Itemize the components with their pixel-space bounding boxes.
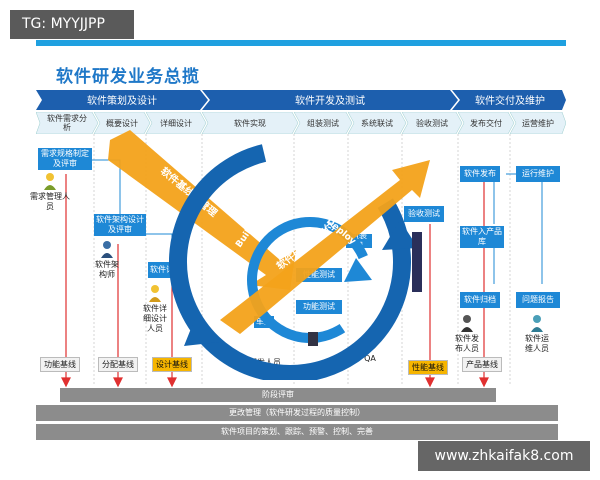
phase-chevrons: 软件策划及设计 软件开发及测试 软件交付及维护	[36, 90, 566, 110]
red-arrow-head	[479, 377, 489, 388]
red-arrow-head	[61, 377, 71, 388]
person-icon	[44, 173, 56, 190]
role-architect: 软件架构师	[95, 260, 119, 279]
subphase-label-7: 验收测试	[416, 118, 448, 128]
box-func-test: 功能测试	[296, 300, 342, 314]
subphase-label-8: 发布交付	[470, 118, 502, 128]
phase-chevron-2	[202, 90, 458, 110]
role-detail-designer: 软件详细设计人员	[143, 304, 167, 333]
phase-chevron-3	[452, 90, 566, 110]
subphase-chevron-3	[145, 112, 207, 134]
monitor-thumbnail	[412, 232, 422, 292]
role-ops-staff: 软件运维人员	[525, 334, 549, 353]
band-stage-review: 阶段评审	[60, 388, 496, 402]
baseline-allocated: 分配基线	[98, 357, 138, 372]
band-project-planning: 软件项目的策划、跟踪、预警、控制、完善	[36, 424, 558, 440]
subphase-chevron-1	[36, 112, 99, 134]
box-release: 软件发布	[460, 166, 500, 182]
box-req-spec: 需求规格制定及评审	[38, 148, 92, 170]
role-release-staff: 软件发布人员	[455, 334, 479, 353]
subphase-chevrons: 软件需求分 析 概要设计 详细设计 软件实现 组装测试 系统联试 验收测试 发布…	[36, 112, 566, 134]
role-qa: QA	[364, 354, 376, 363]
box-arch-design: 软件架构设计及评审	[94, 214, 146, 236]
baseline-product: 产品基线	[462, 357, 502, 372]
box-ops-maint: 运行维护	[516, 166, 560, 182]
baseline-performance: 性能基线	[408, 360, 448, 375]
subphase-chevron-6	[347, 112, 407, 134]
lane-lines	[61, 134, 543, 388]
subphase-label-2: 概要设计	[106, 118, 138, 128]
box-issue-report: 问题报告	[516, 292, 560, 308]
subphase-chevron-9	[509, 112, 566, 134]
tag-label: TG: MYYJJPP	[10, 10, 134, 39]
phase-label-3: 软件交付及维护	[475, 94, 545, 107]
monitor-thumbnail	[308, 332, 318, 346]
inner-ring-arrowhead	[344, 258, 372, 282]
outer-ring-arrowhead	[382, 220, 418, 250]
subphase-chevron-7	[401, 112, 463, 134]
subphase-chevron-5	[293, 112, 353, 134]
cycle-graphic: 软件基线化管理 软件研发及交付 Build Deploy Test	[108, 130, 430, 380]
box-accept-test: 验收测试	[404, 206, 444, 222]
red-arrow-head	[425, 377, 435, 388]
phase-label-1: 软件策划及设计	[87, 94, 157, 107]
subphase-label-3: 详细设计	[160, 118, 192, 128]
orange-arrow-rnd	[220, 160, 430, 334]
ring-label-test: Test	[318, 317, 339, 327]
outer-cycle-ring	[169, 141, 411, 380]
subphase-chevron-8	[457, 112, 515, 134]
person-icon	[101, 241, 113, 258]
red-arrow-head	[113, 377, 123, 388]
person-icon	[531, 315, 543, 332]
subphase-label-6: 系统联试	[361, 118, 393, 128]
phase-label-2: 软件开发及测试	[295, 94, 365, 107]
box-archive: 软件归档	[460, 292, 500, 308]
subphase-chevron-4	[201, 112, 299, 134]
baseline-design: 设计基线	[152, 357, 192, 372]
band-change-mgmt: 更改管理（软件研发过程的质量控制）	[36, 405, 558, 421]
red-arrow-head	[167, 377, 177, 388]
subphase-label-1a: 软件需求分	[47, 113, 87, 123]
outer-ring-arrowhead	[184, 316, 220, 346]
orange-arrow-baseline	[108, 130, 296, 290]
subphase-label-5: 组装测试	[307, 118, 339, 128]
top-accent-bar	[36, 40, 566, 46]
role-req-manager: 需求管理人员	[30, 192, 70, 211]
watermark-url: www.zhkaifak8.com	[418, 441, 590, 471]
subphase-label-4: 软件实现	[234, 118, 266, 128]
subphase-label-1b: 析	[63, 122, 71, 132]
page-title: 软件研发业务总揽	[56, 67, 200, 87]
phase-chevron-1	[36, 90, 208, 110]
person-icon	[461, 315, 473, 332]
person-icon	[149, 285, 161, 302]
box-product-library: 软件入产品库	[460, 226, 504, 248]
subphase-label-9: 运营维护	[522, 118, 554, 128]
subphase-chevron-2	[93, 112, 151, 134]
baseline-functional: 功能基线	[40, 357, 80, 372]
